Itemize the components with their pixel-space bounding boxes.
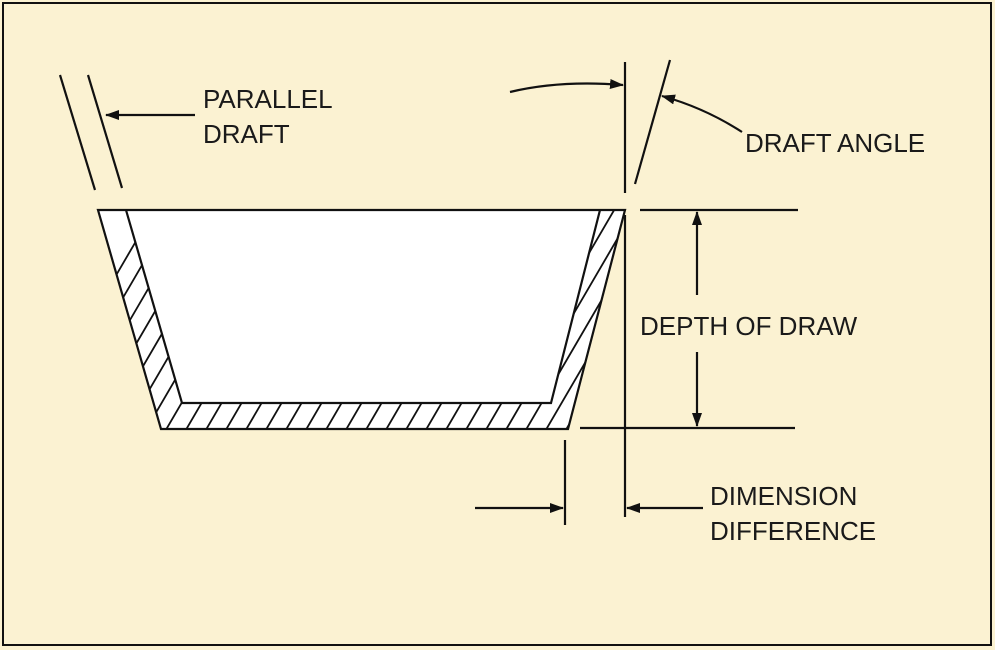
angle-arrow-right <box>661 94 743 133</box>
part-outer-fill <box>98 210 625 429</box>
dimension-difference-callout: DIMENSION DIFFERENCE <box>475 215 876 546</box>
dimension-difference-label-2: DIFFERENCE <box>710 516 876 546</box>
parallel-line-1 <box>58 74 97 191</box>
depth-of-draw-dimension: DEPTH OF DRAW <box>580 208 858 430</box>
depth-of-draw-label: DEPTH OF DRAW <box>640 311 858 341</box>
parallel-draft-label-1: PARALLEL <box>203 84 333 114</box>
parallel-draft-label-2: DRAFT <box>203 119 290 149</box>
parallel-draft-callout: PARALLEL DRAFT <box>58 74 333 191</box>
part-outer-outline <box>96 208 627 431</box>
parallel-line-2 <box>86 74 124 189</box>
part-inner-outline <box>124 209 602 405</box>
part-cross-section <box>96 208 627 431</box>
draft-angle-label: DRAFT ANGLE <box>745 128 925 158</box>
angled-draft-line <box>633 59 672 185</box>
dimension-difference-label-1: DIMENSION <box>710 481 857 511</box>
draft-angle-callout: DRAFT ANGLE <box>509 59 925 193</box>
angle-arrow-left <box>509 78 624 94</box>
